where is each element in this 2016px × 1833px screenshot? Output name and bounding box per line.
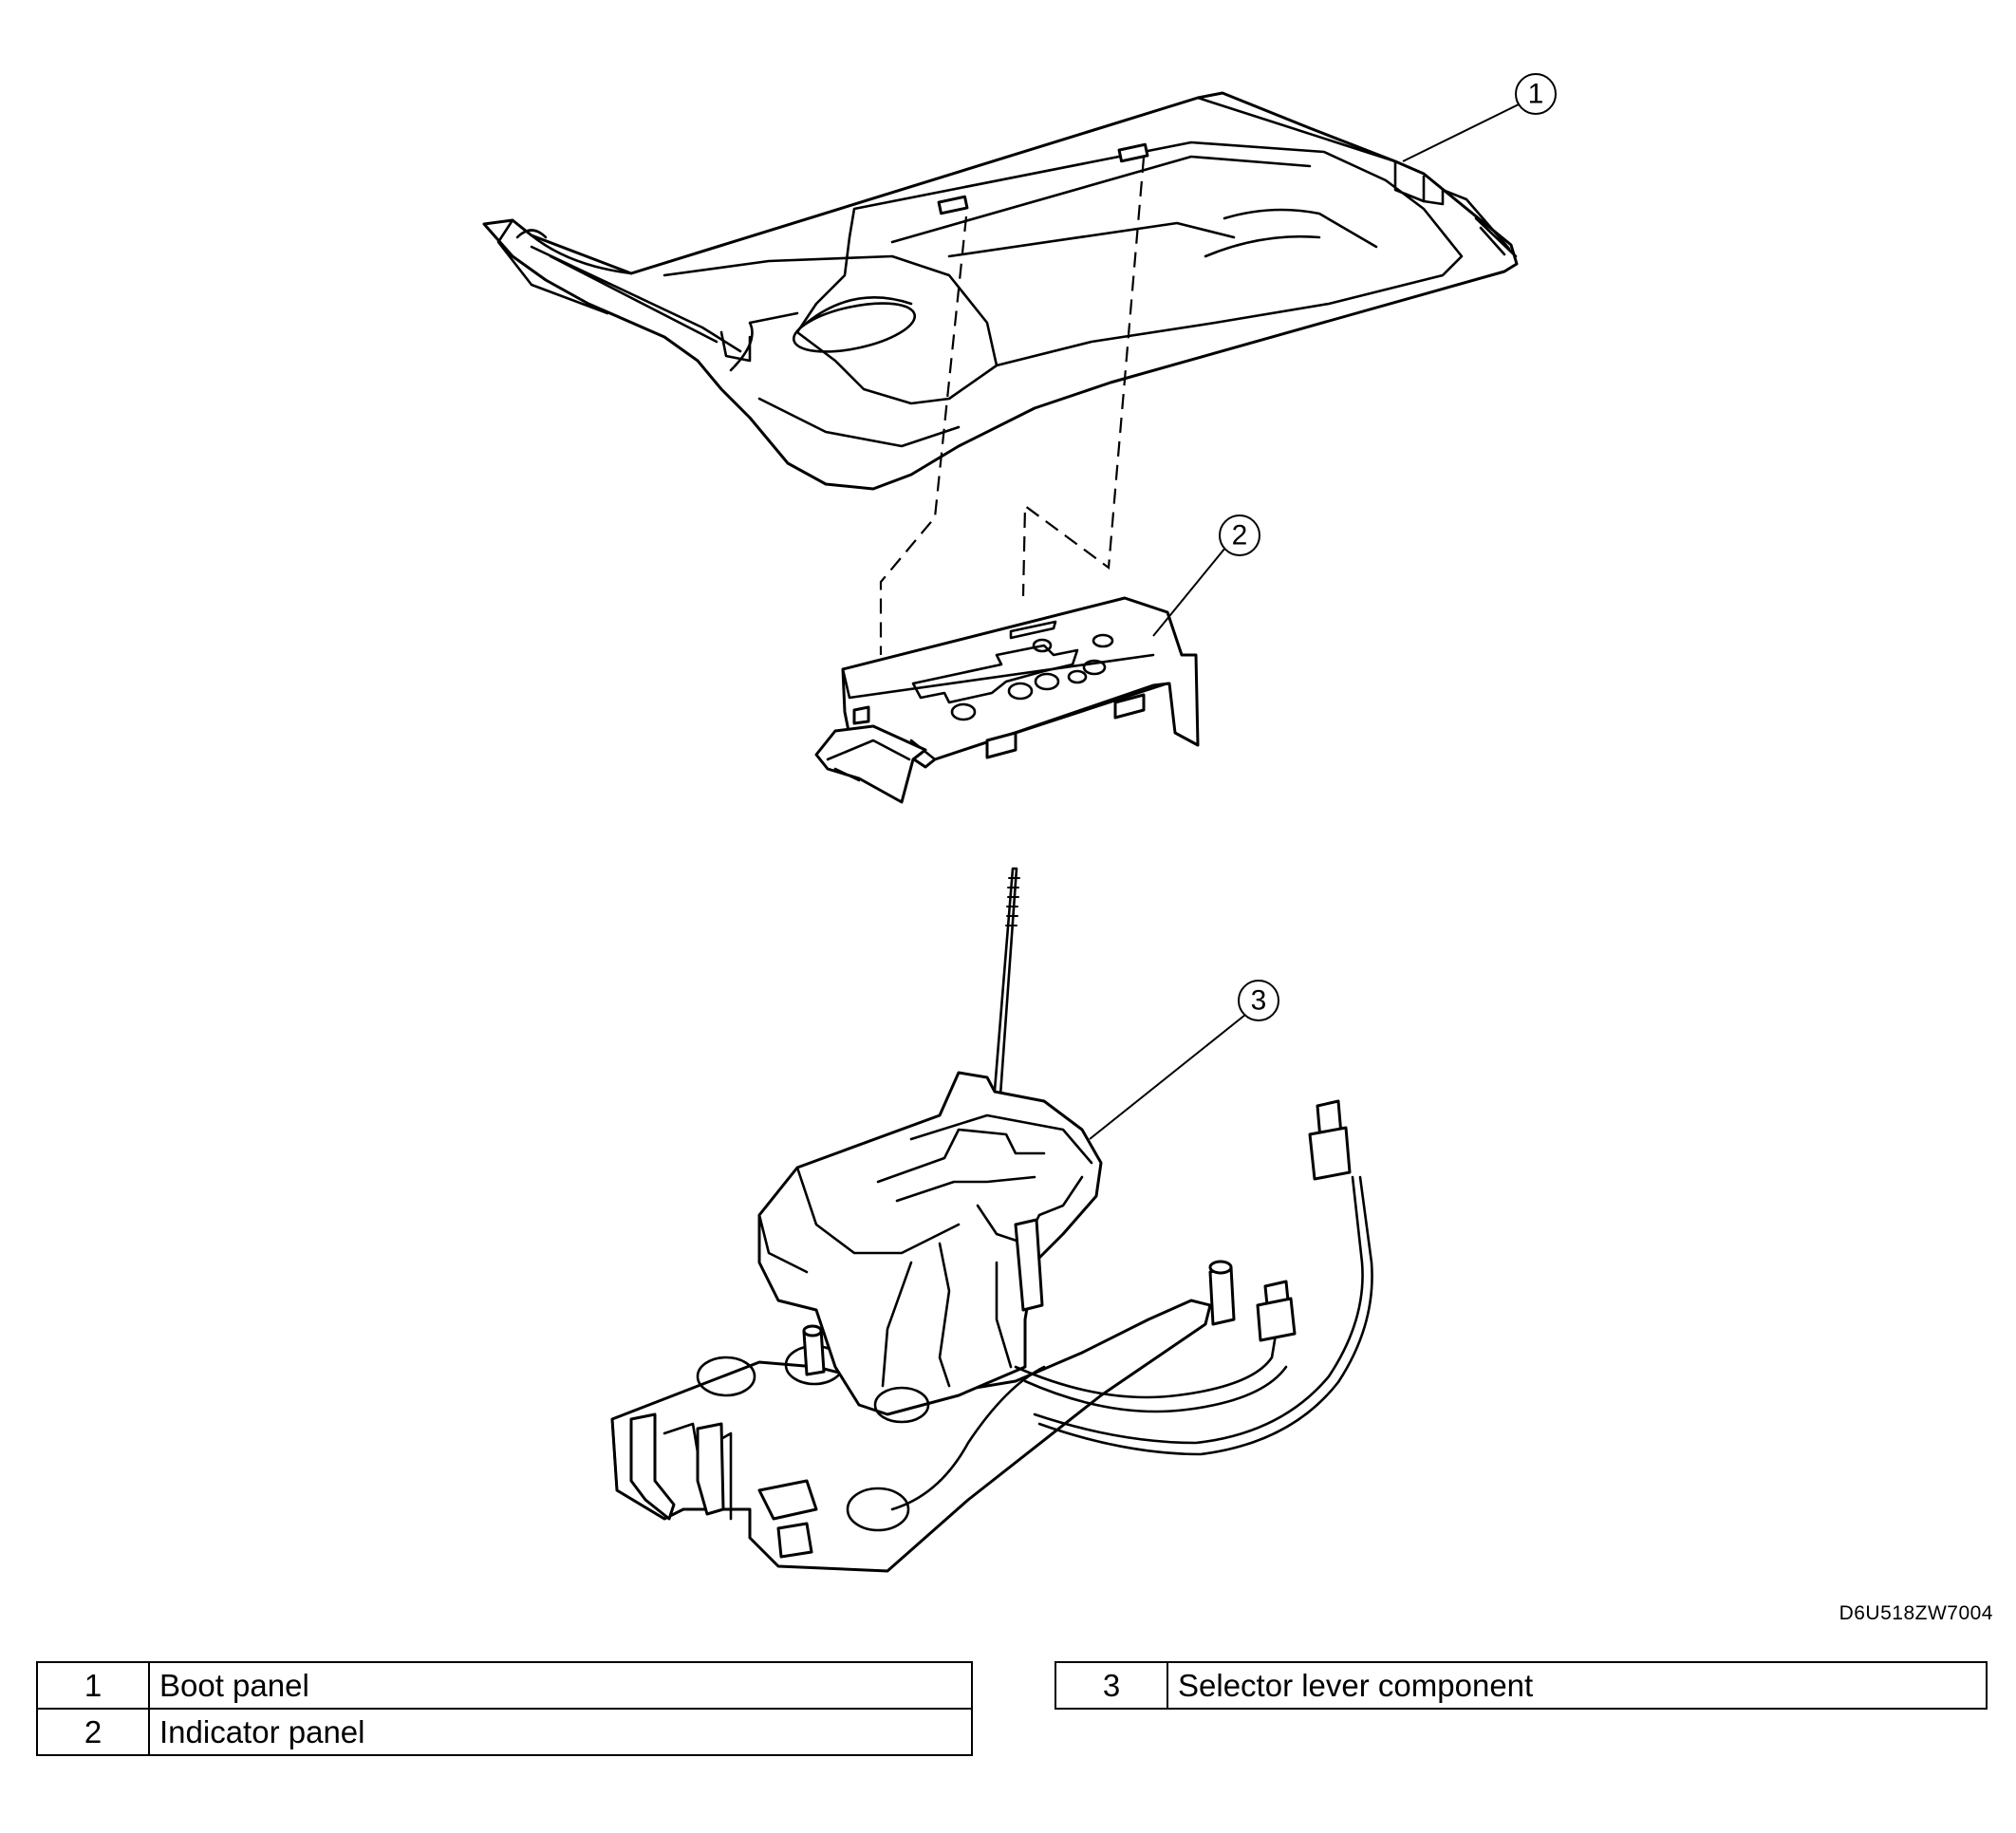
callout-1: 1	[1515, 73, 1557, 115]
legend-number: 3	[1055, 1661, 1168, 1710]
callout-2: 2	[1219, 514, 1260, 556]
indicator-panel-drawing	[814, 596, 1200, 804]
legend-row: 3 Selector lever component	[1055, 1661, 1988, 1710]
exploded-view-drawing: 1 2 3	[482, 73, 1557, 1573]
legend-label: Selector lever component	[1167, 1661, 1988, 1710]
legend-label: Indicator panel	[148, 1708, 973, 1756]
selector-lever-drawing	[610, 867, 1373, 1573]
legend-row: 1 Boot panel	[36, 1661, 973, 1710]
assembly-guide-lines	[879, 157, 1146, 655]
leader-lines	[1089, 103, 1520, 1140]
svg-text:1: 1	[1528, 79, 1544, 110]
boot-panel-drawing	[482, 91, 1519, 491]
legend-table-right: 3 Selector lever component	[1055, 1661, 1988, 1710]
legend-number: 2	[36, 1708, 150, 1756]
svg-text:3: 3	[1251, 985, 1267, 1017]
legend-table-left: 1 Boot panel 2 Indicator panel	[36, 1661, 973, 1756]
figure-code: D6U518ZW7004	[1839, 1602, 1993, 1624]
callout-3: 3	[1238, 980, 1279, 1021]
legend-label: Boot panel	[148, 1661, 973, 1710]
legend-row: 2 Indicator panel	[36, 1708, 973, 1756]
svg-text:2: 2	[1232, 520, 1248, 552]
legend-number: 1	[36, 1661, 150, 1710]
